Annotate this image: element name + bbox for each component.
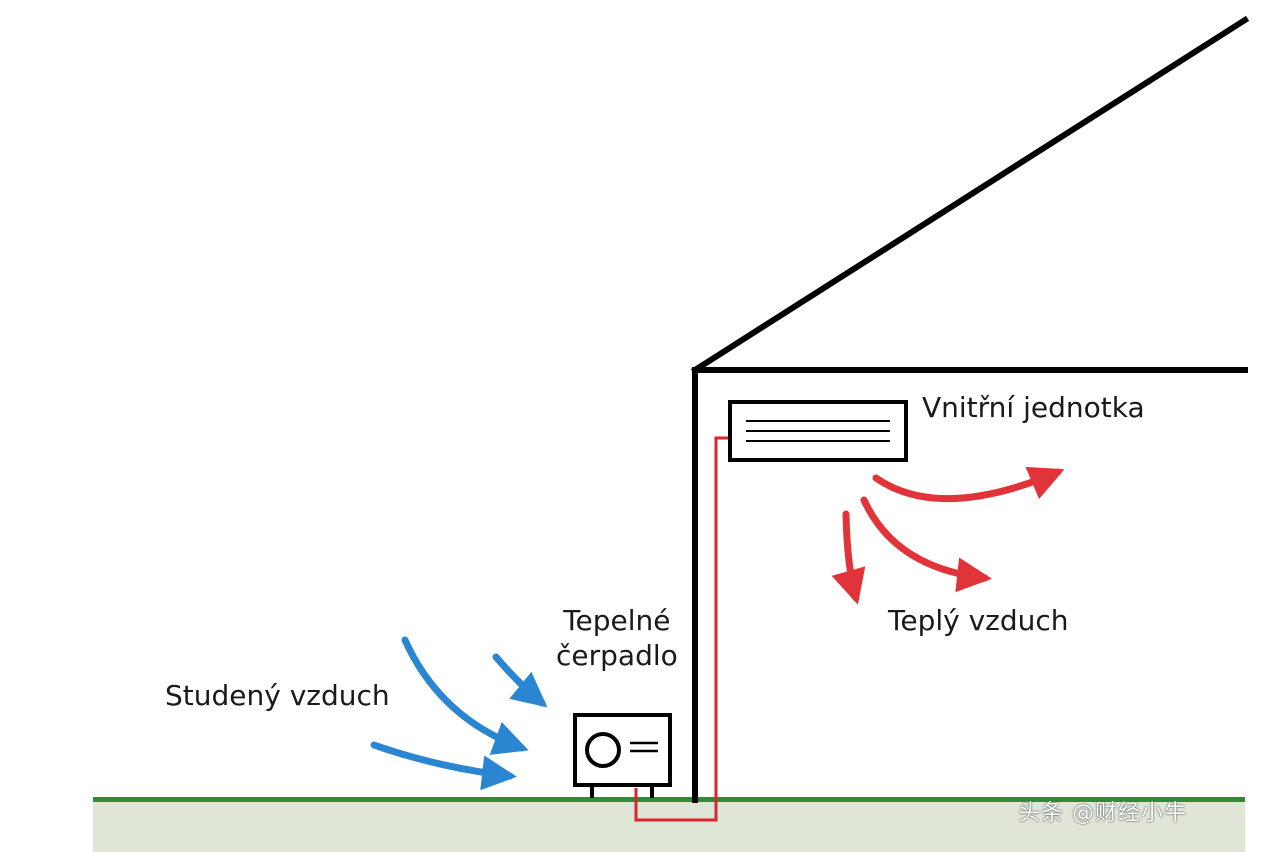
outdoor-unit <box>573 713 672 798</box>
heat-pump-label-line1: Tepelné <box>563 604 671 637</box>
warm-air-arrows <box>831 466 1065 605</box>
heat-pump-label-line2: čerpadlo <box>556 639 678 672</box>
warm-air-arrow <box>872 466 1065 503</box>
house-roof <box>690 15 1250 375</box>
warm-air-arrow <box>831 510 866 605</box>
ground-line <box>93 797 1245 802</box>
cold-air-arrows <box>370 636 548 791</box>
indoor-unit-label: Vnitřní jednotka <box>922 391 1145 424</box>
indoor-unit <box>728 400 908 462</box>
cold-air-arrow <box>492 653 548 708</box>
fan-icon <box>585 732 621 768</box>
warm-air-label: Teplý vzduch <box>888 604 1069 637</box>
ground-soil <box>93 800 1245 852</box>
heat-pump-label: Tepelné čerpadlo <box>556 603 678 673</box>
cold-air-label: Studený vzduch <box>165 679 390 712</box>
warm-air-arrow <box>860 496 992 593</box>
cold-air-arrow <box>401 636 529 755</box>
cold-air-arrow <box>370 741 517 791</box>
refrigerant-pipe <box>634 436 730 822</box>
watermark-text: 头条 @财经小牛 <box>1018 801 1187 826</box>
house-outline <box>690 15 1250 803</box>
